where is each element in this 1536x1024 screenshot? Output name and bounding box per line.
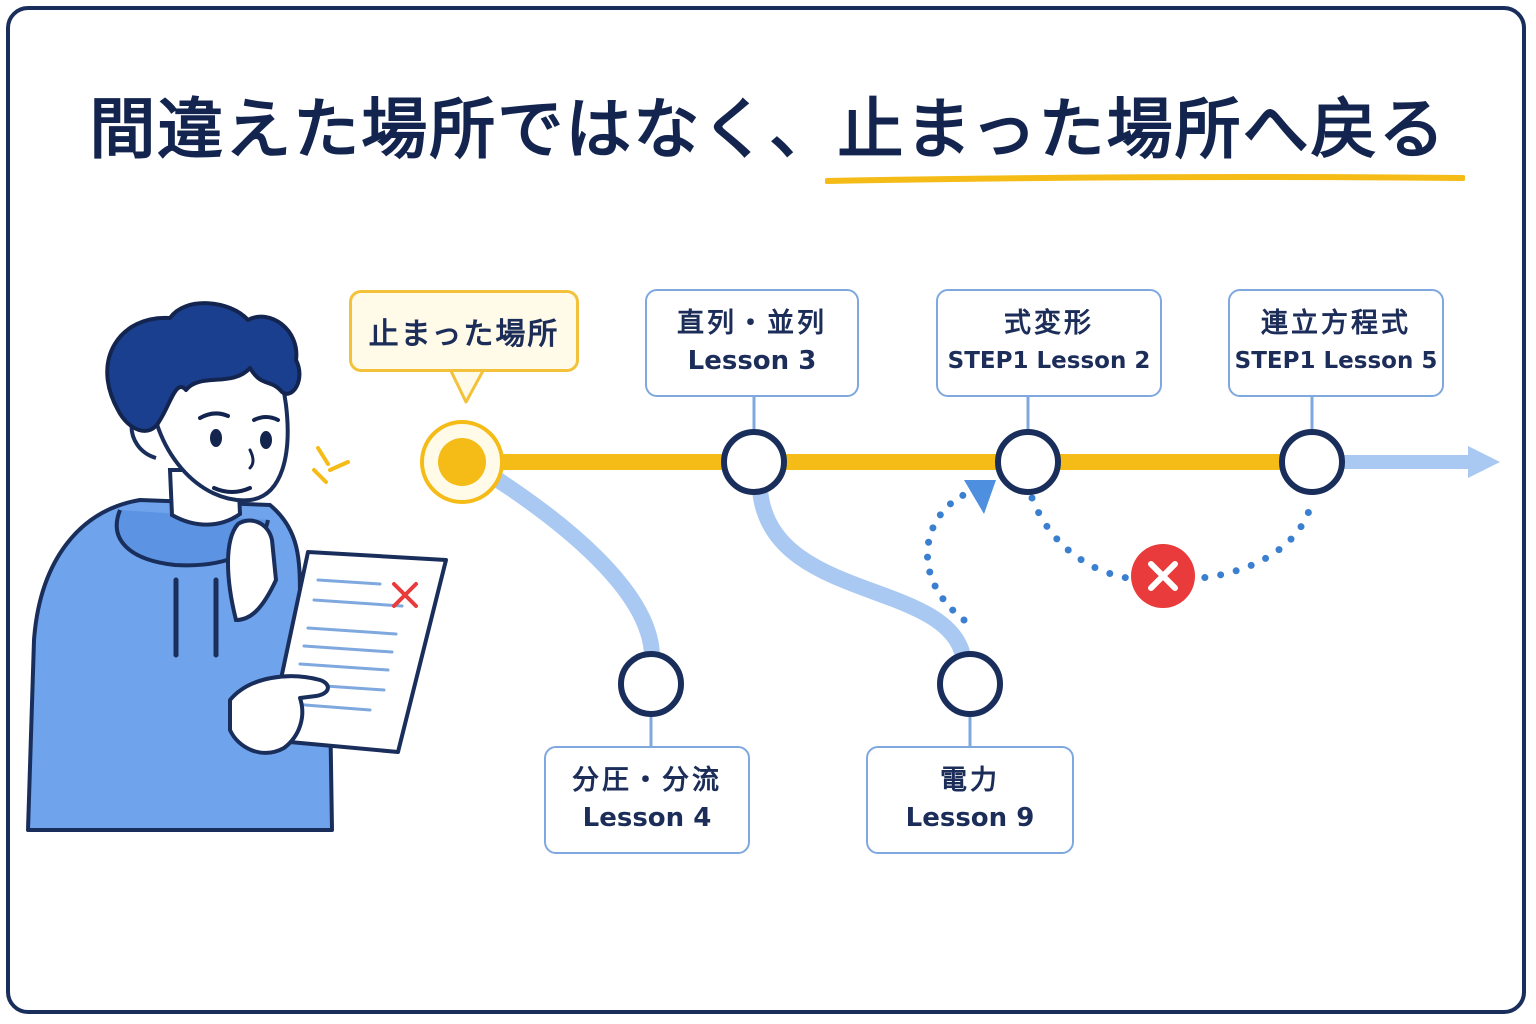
node-topic: 電力 [940, 765, 1000, 796]
node-label-lesson4: 分圧・分流 Lesson 4 [544, 746, 750, 854]
node-lesson: STEP1 Lesson 5 [1234, 348, 1438, 374]
title-part-2: 止まった場所へ戻る [837, 91, 1447, 168]
node-topic: 分圧・分流 [572, 765, 722, 796]
node-topic: 式変形 [1004, 308, 1094, 339]
stop-point-callout: 止まった場所 [349, 290, 579, 372]
node-step1-lesson5 [1279, 429, 1345, 495]
callout-pointer [448, 368, 486, 404]
branch-curve-to-lesson9 [752, 482, 970, 660]
node-lesson4 [618, 651, 684, 717]
node-label-step1-lesson2: 式変形 STEP1 Lesson 2 [936, 289, 1162, 397]
title-highlight: 止まった場所へ戻る [825, 76, 1466, 184]
wrong-route-x-icon [1131, 544, 1195, 608]
node-topic: 直列・並列 [677, 308, 827, 339]
node-label-lesson9: 電力 Lesson 9 [866, 746, 1074, 854]
node-label-step1-lesson5: 連立方程式 STEP1 Lesson 5 [1228, 289, 1444, 397]
node-step1-lesson2 [995, 429, 1061, 495]
node-lesson: Lesson 4 [582, 803, 712, 833]
title-underline [825, 174, 1466, 184]
branch-curve-to-lesson4 [484, 468, 660, 663]
node-lesson: Lesson 9 [905, 803, 1035, 833]
node-lesson: STEP1 Lesson 2 [947, 348, 1151, 374]
stop-point-node [420, 420, 504, 504]
node-lesson3 [721, 429, 787, 495]
dotted-return-path [923, 486, 982, 624]
return-arrowhead [964, 480, 996, 514]
node-topic: 連立方程式 [1261, 308, 1411, 339]
node-lesson: Lesson 3 [687, 346, 817, 376]
arrowhead [1468, 446, 1500, 478]
page-title: 間違えた場所ではなく、止まった場所へ戻る [0, 76, 1536, 184]
title-part-1: 間違えた場所ではなく、 [89, 91, 838, 168]
student-illustration [26, 301, 448, 832]
node-label-lesson3: 直列・並列 Lesson 3 [645, 289, 859, 397]
node-lesson9 [937, 651, 1003, 717]
